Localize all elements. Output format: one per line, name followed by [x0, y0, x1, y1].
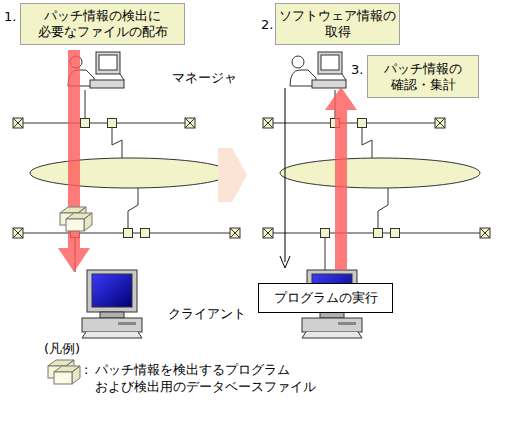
network-right — [268, 90, 485, 272]
legend-text: パッチ情報を検出するプログラム および検出用のデータベースファイル — [95, 361, 335, 395]
legend-package-icon — [48, 360, 80, 384]
distribute-arrow — [58, 50, 90, 272]
client-pc — [82, 270, 142, 338]
step-number: 1. — [4, 9, 16, 25]
step-number: 2. — [261, 17, 273, 33]
step-box: 3.パッチ情報の 確認・集計 — [367, 55, 479, 98]
label-text: (凡例) — [44, 341, 80, 357]
step-chevron — [218, 148, 247, 202]
collect-arrow — [325, 87, 357, 270]
step-box: 2.ソフトウェア情報の 取得 — [275, 3, 400, 45]
label-text: マネージャ — [172, 70, 237, 86]
acquire-arrow — [280, 88, 290, 268]
box-text: パッチ情報の 確認・集計 — [368, 61, 478, 93]
package-icon — [60, 207, 92, 231]
label-text: クライアント — [168, 306, 246, 322]
network-left — [18, 90, 235, 272]
box-text: ソフトウェア情報の 取得 — [276, 8, 399, 40]
box-text: プログラムの実行 — [274, 290, 378, 306]
step-box: 1.パッチ情報の検出に 必要なファイルの配布 — [20, 3, 185, 45]
step-number: 3. — [351, 62, 363, 78]
process-box: プログラムの実行 — [258, 283, 393, 313]
box-text: パッチ情報の検出に 必要なファイルの配布 — [21, 8, 184, 40]
label-text: : — [84, 362, 88, 378]
manager-station — [290, 52, 346, 88]
